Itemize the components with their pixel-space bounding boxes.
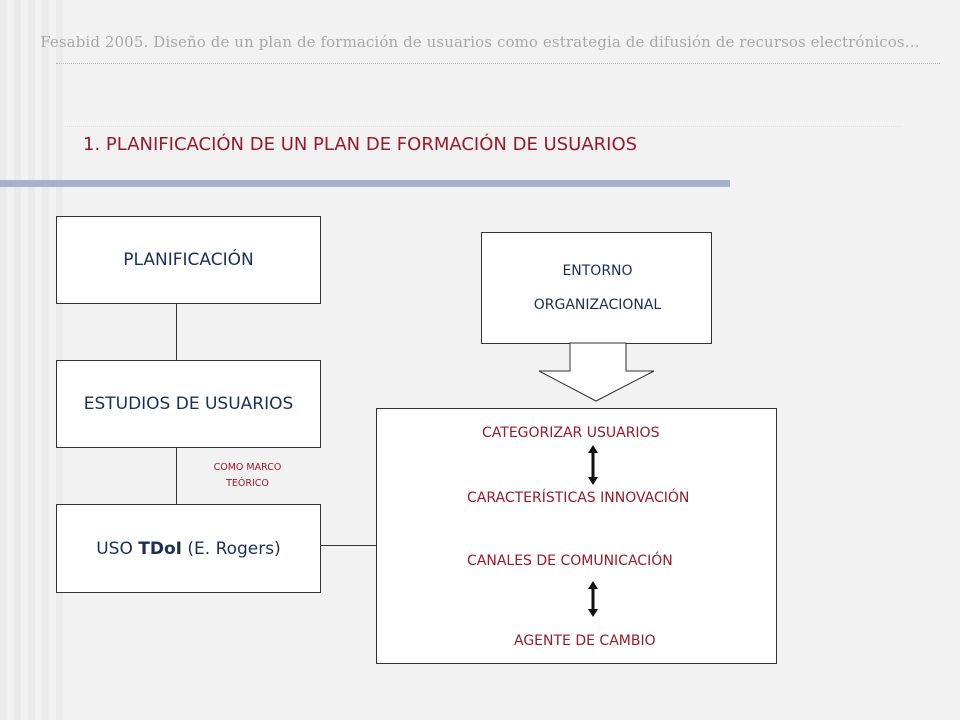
planificacion-label: PLANIFICACIÓN bbox=[123, 250, 254, 270]
planificacion-box: PLANIFICACIÓN bbox=[56, 216, 321, 304]
background-stripe bbox=[28, 0, 35, 720]
estudios-usuarios-label: ESTUDIOS DE USUARIOS bbox=[83, 394, 294, 414]
entorno-line-2: ORGANIZACIONAL bbox=[533, 297, 662, 313]
uso-suffix: (E. Rogers) bbox=[181, 538, 281, 559]
entorno-organizacional-box: ENTORNO ORGANIZACIONAL bbox=[481, 232, 712, 344]
double-arrow-icon bbox=[588, 445, 598, 485]
entorno-line-1: ENTORNO bbox=[562, 263, 633, 279]
uso-tdoi-box: USO TDoI (E. Rogers) bbox=[56, 504, 321, 593]
categorizar-usuarios-label: CATEGORIZAR USUARIOS bbox=[482, 425, 660, 441]
canales-comunicacion-label: CANALES DE COMUNICACIÓN bbox=[467, 553, 673, 569]
rogers-elements-box bbox=[376, 408, 777, 664]
connector-line bbox=[320, 545, 377, 546]
connector-line bbox=[176, 447, 177, 505]
marco-line-2: TEÓRICO bbox=[226, 478, 269, 489]
connector-line bbox=[176, 303, 177, 361]
header-divider bbox=[56, 63, 940, 64]
slide-header: Fesabid 2005. Diseño de un plan de forma… bbox=[40, 33, 920, 51]
marco-teorico-label: COMO MARCO TEÓRICO bbox=[200, 460, 295, 492]
double-arrow-icon bbox=[588, 581, 598, 617]
background-stripe bbox=[0, 0, 7, 720]
agente-cambio-label: AGENTE DE CAMBIO bbox=[514, 633, 656, 649]
title-accent-bar bbox=[0, 180, 730, 187]
slide-title: 1. PLANIFICACIÓN DE UN PLAN DE FORMACIÓN… bbox=[83, 134, 638, 155]
background-stripe bbox=[42, 0, 49, 720]
caracteristicas-innovacion-label: CARACTERÍSTICAS INNOVACIÓN bbox=[467, 490, 690, 506]
marco-line-1: COMO MARCO bbox=[213, 462, 282, 473]
title-divider bbox=[65, 126, 900, 127]
uso-prefix: USO bbox=[96, 538, 139, 559]
uso-tdoi-label: USO TDoI (E. Rogers) bbox=[96, 539, 281, 559]
tdoi-bold: TDoI bbox=[138, 538, 182, 559]
estudios-usuarios-box: ESTUDIOS DE USUARIOS bbox=[56, 360, 321, 448]
background-stripe bbox=[14, 0, 21, 720]
